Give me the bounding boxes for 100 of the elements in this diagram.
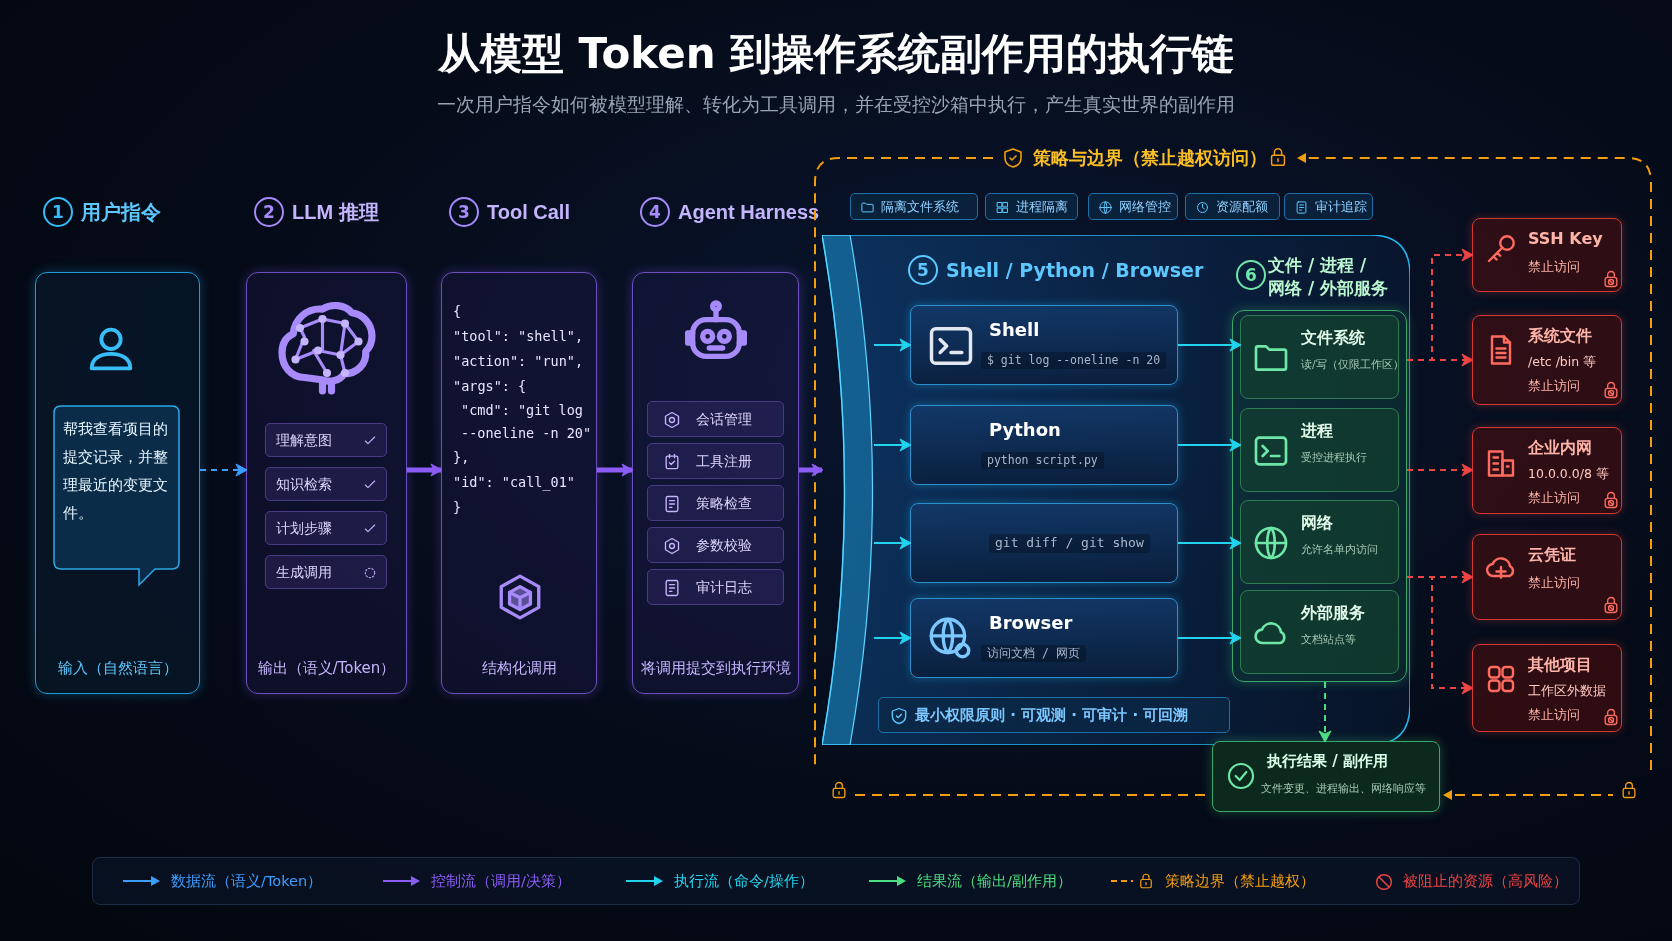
- user-message: 帮我查看项目的提交记录，并整理最近的变更文件。: [63, 420, 169, 523]
- resource-card: [1240, 500, 1399, 584]
- code-line: "cmd": "git log --oneline -n 20": [460, 401, 593, 443]
- arrow: [1177, 438, 1242, 452]
- blocked-resource-card: [1472, 644, 1622, 732]
- harness-label: 审计日志: [696, 578, 752, 597]
- step-label: 计划步骤: [276, 519, 332, 538]
- resource-name: 其他项目: [1528, 655, 1592, 676]
- legend-label: 数据流（语义/Token）: [171, 872, 323, 891]
- access-status: 禁止访问: [1528, 575, 1580, 592]
- tool-name: Browser: [989, 611, 1073, 635]
- step-title: Agent Harness: [678, 200, 820, 225]
- arrow: [1406, 463, 1474, 477]
- harness-label: 策略检查: [696, 494, 752, 513]
- access-status: 禁止访问: [1528, 707, 1580, 724]
- code-line: },: [453, 448, 471, 467]
- group-title: 文件 / 进程 / 网络 / 外部服务: [1268, 254, 1390, 300]
- blocked-resource-card: [1472, 534, 1622, 620]
- step-number: 2: [254, 197, 284, 227]
- resource-card: [1240, 590, 1399, 674]
- harness-label: 参数校验: [696, 536, 752, 555]
- principles-text: 最小权限原则 · 可观测 · 可审计 · 可回溯: [915, 706, 1189, 726]
- resource-card: [1240, 408, 1399, 492]
- resource-name: 文件系统: [1301, 328, 1365, 349]
- resource-note: 允许名单内访问: [1301, 543, 1378, 557]
- speech-bubble: [53, 405, 180, 587]
- harness-item: [647, 485, 784, 521]
- resource-note: 文档站点等: [1301, 633, 1356, 647]
- arrow: [873, 631, 912, 645]
- tool-name: Shell: [989, 318, 1040, 342]
- sandbox-title: Shell / Python / Browser: [946, 258, 1204, 283]
- arrow: [799, 463, 824, 477]
- arrow: [199, 463, 248, 477]
- resource-note: 读/写（仅限工作区）: [1301, 358, 1404, 372]
- resource-name: 系统文件: [1528, 326, 1592, 347]
- step-title: 用户指令: [81, 200, 161, 225]
- arrow: [1318, 681, 1332, 743]
- command-text: $ git log --oneline -n 20: [981, 352, 1167, 369]
- access-status: 禁止访问: [1528, 490, 1580, 507]
- tool-card: [910, 598, 1178, 678]
- panel-caption: 输入（自然语言）: [56, 658, 179, 678]
- step-number: 1: [43, 197, 73, 227]
- result-card: [1212, 741, 1440, 812]
- resource-name: 企业内网: [1528, 438, 1592, 459]
- tool-name: Python: [989, 418, 1061, 442]
- harness-item: [647, 569, 784, 605]
- legend-label: 执行流（命令/操作）: [674, 872, 814, 891]
- legend-label: 结果流（输出/副作用）: [917, 872, 1072, 891]
- arrow: [873, 536, 912, 550]
- diagram-title: 从模型 Token 到操作系统副作用的执行链: [436, 28, 1236, 80]
- tag-label: 审计追踪: [1315, 199, 1367, 216]
- step-chip: [265, 467, 387, 501]
- resource-name: 外部服务: [1301, 603, 1365, 624]
- legend-label: 策略边界（禁止越权）: [1165, 872, 1315, 891]
- harness-label: 会话管理: [696, 410, 752, 429]
- tag-label: 资源配额: [1216, 199, 1268, 216]
- command-text: python script.py: [981, 452, 1104, 469]
- resource-name: 进程: [1301, 421, 1333, 442]
- arrow: [873, 438, 912, 452]
- command-text: 访问文档 / 网页: [981, 645, 1086, 662]
- code-line: {: [453, 302, 463, 321]
- arrow: [873, 338, 912, 352]
- resource-note: /etc /bin 等: [1528, 354, 1597, 371]
- resource-card: [1240, 315, 1399, 399]
- isolation-tag: [850, 193, 978, 220]
- isolation-tag: [1284, 193, 1373, 220]
- step-number: 6: [1236, 260, 1266, 290]
- step-title: LLM 推理: [292, 200, 379, 225]
- step-number: 3: [449, 197, 479, 227]
- code-line: "tool": "shell",: [453, 327, 585, 346]
- access-status: 禁止访问: [1528, 259, 1580, 276]
- tool-card: [910, 305, 1178, 385]
- tag-label: 网络管控: [1119, 199, 1171, 216]
- arrow: [1177, 631, 1242, 645]
- step-title: Tool Call: [487, 200, 570, 225]
- legend-label: 被阻止的资源（高风险）: [1403, 872, 1568, 891]
- harness-item: [647, 527, 784, 563]
- panel-caption: 输出（语义/Token）: [256, 658, 397, 678]
- harness-item: [647, 443, 784, 479]
- blocked-resource-card: [1472, 315, 1622, 405]
- step-chip: [265, 511, 387, 545]
- harness-label: 工具注册: [696, 452, 752, 471]
- tool-card: [910, 405, 1178, 485]
- blocked-resource-card: [1472, 218, 1622, 292]
- resource-note: 受控进程执行: [1301, 451, 1367, 465]
- arrow: [1177, 536, 1242, 550]
- step-label: 生成调用: [276, 563, 332, 582]
- step-chip: [265, 423, 387, 457]
- arrow: [597, 463, 634, 477]
- arrow: [1177, 338, 1242, 352]
- code-line: "id": "call_01": [453, 473, 576, 493]
- resource-note: 10.0.0.0/8 等: [1528, 466, 1609, 483]
- result-note: 文件变更、进程输出、网络响应等: [1261, 782, 1426, 796]
- tag-label: 进程隔离: [1016, 199, 1068, 216]
- tool-card: [910, 503, 1178, 583]
- panel-caption: 将调用提交到执行环境: [639, 658, 792, 678]
- step-label: 理解意图: [276, 431, 332, 450]
- command-text: git diff / git show: [989, 534, 1150, 553]
- subtitle: 一次用户指令如何被模型理解、转化为工具调用，并在受控沙箱中执行，产生真实世界的副作用: [436, 92, 1236, 117]
- isolation-tag: [985, 193, 1078, 220]
